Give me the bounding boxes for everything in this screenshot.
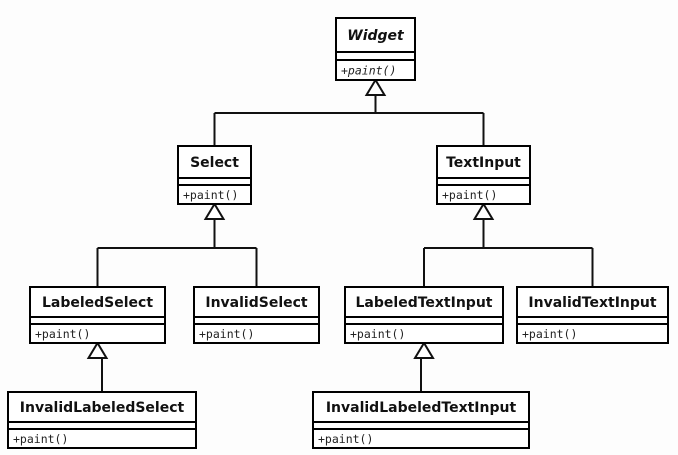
class-name-label: TextInput	[446, 155, 521, 171]
class-method-label: +paint()	[199, 327, 254, 341]
class-box-invalidlabeledtextinput[interactable]: InvalidLabeledTextInput +paint()	[312, 391, 530, 449]
generalization-arrowhead	[472, 202, 495, 220]
generalization-group-labeledtextinput	[413, 341, 435, 392]
generalization-group-widget	[213, 78, 485, 146]
class-box-outline	[516, 286, 669, 344]
class-box-outline	[344, 286, 504, 344]
class-name-label: Widget	[347, 28, 405, 44]
class-box-widget[interactable]: Widget +paint()	[335, 17, 416, 81]
generalization-arrowhead	[86, 341, 109, 359]
class-method-label: +paint()	[318, 432, 373, 446]
generalization-group-textinput	[423, 202, 594, 287]
class-box-invalidselect[interactable]: InvalidSelect +paint()	[193, 286, 320, 344]
class-name-label: LabeledSelect	[42, 295, 153, 311]
class-box-outline	[7, 391, 197, 449]
relationship-layer	[86, 78, 594, 392]
class-name-label: InvalidLabeledTextInput	[326, 400, 517, 416]
class-box-labeledtextinput[interactable]: LabeledTextInput +paint()	[344, 286, 504, 344]
class-box-invalidtextinput[interactable]: InvalidTextInput +paint()	[516, 286, 669, 344]
class-box-labeledselect[interactable]: LabeledSelect +paint()	[29, 286, 166, 344]
class-name-label: LabeledTextInput	[356, 295, 493, 311]
class-box-invalidlabeledselect[interactable]: InvalidLabeledSelect +paint()	[7, 391, 197, 449]
class-name-label: Select	[190, 155, 239, 171]
generalization-arrowhead	[413, 341, 435, 359]
class-box-select[interactable]: Select +paint()	[177, 145, 252, 205]
generalization-arrowhead	[203, 202, 226, 220]
class-box-outline	[312, 391, 530, 449]
class-name-label: InvalidLabeledSelect	[20, 400, 185, 416]
class-box-outline	[177, 145, 252, 205]
class-box-layer: Widget +paint() Select +paint() TextInput +pa…	[7, 17, 669, 449]
generalization-group-labeledselect	[86, 341, 109, 392]
class-method-label: +paint()	[341, 64, 396, 78]
class-method-label: +paint()	[350, 327, 405, 341]
class-method-label: +paint()	[183, 188, 238, 202]
class-method-label: +paint()	[13, 432, 68, 446]
class-box-textinput[interactable]: TextInput +paint()	[436, 145, 531, 205]
class-method-label: +paint()	[442, 188, 497, 202]
class-box-outline	[29, 286, 166, 344]
class-method-label: +paint()	[522, 327, 577, 341]
class-box-outline	[436, 145, 531, 205]
generalization-group-select	[96, 202, 258, 287]
class-box-outline	[335, 17, 416, 81]
class-name-label: InvalidTextInput	[528, 295, 656, 311]
generalization-arrowhead	[364, 78, 387, 96]
class-name-label: InvalidSelect	[205, 295, 308, 311]
class-method-label: +paint()	[35, 327, 90, 341]
class-box-outline	[193, 286, 320, 344]
